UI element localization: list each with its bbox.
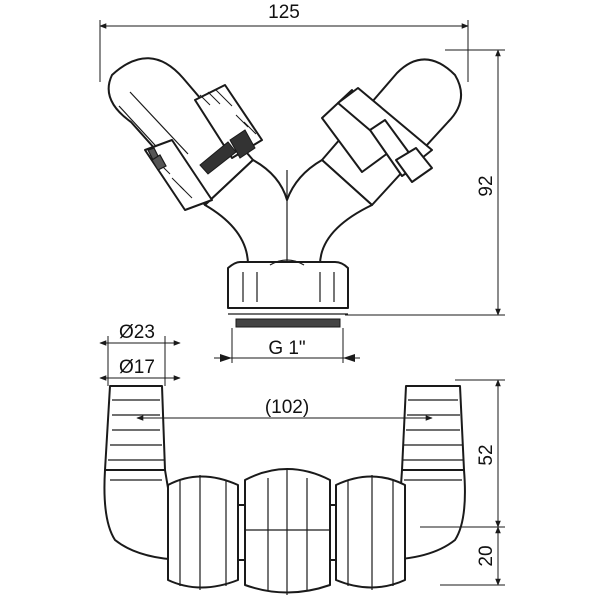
inner-diameter-label: Ø17 xyxy=(119,357,155,378)
dim-height-nozzle: 52 xyxy=(420,379,505,528)
left-nut xyxy=(167,475,239,590)
height-top-label: 92 xyxy=(476,175,497,196)
overall-width-label: 125 xyxy=(268,2,300,23)
left-nut-section xyxy=(144,84,263,211)
right-nut xyxy=(335,475,406,590)
thread-label: G 1" xyxy=(268,338,305,359)
dim-height-base: 20 xyxy=(440,526,505,586)
y-valve-top-view xyxy=(107,57,463,328)
dim-spacing: (102) xyxy=(136,397,433,421)
spacing-label: (102) xyxy=(265,397,309,418)
outer-diameter-label: Ø23 xyxy=(119,322,155,343)
center-nut xyxy=(244,468,331,595)
right-coupling xyxy=(321,87,433,183)
valve-body xyxy=(204,159,373,266)
height-base-label: 20 xyxy=(476,545,497,566)
front-view xyxy=(103,385,466,595)
dim-thread: G 1" xyxy=(214,328,360,363)
bottom-nut xyxy=(227,259,349,328)
height-nozzle-label: 52 xyxy=(476,444,497,465)
dim-height-top: 92 xyxy=(345,49,505,316)
dim-inner-diameter: Ø17 xyxy=(99,357,181,381)
dim-overall-width: 125 xyxy=(99,2,469,82)
connecting-pipe xyxy=(237,504,337,561)
